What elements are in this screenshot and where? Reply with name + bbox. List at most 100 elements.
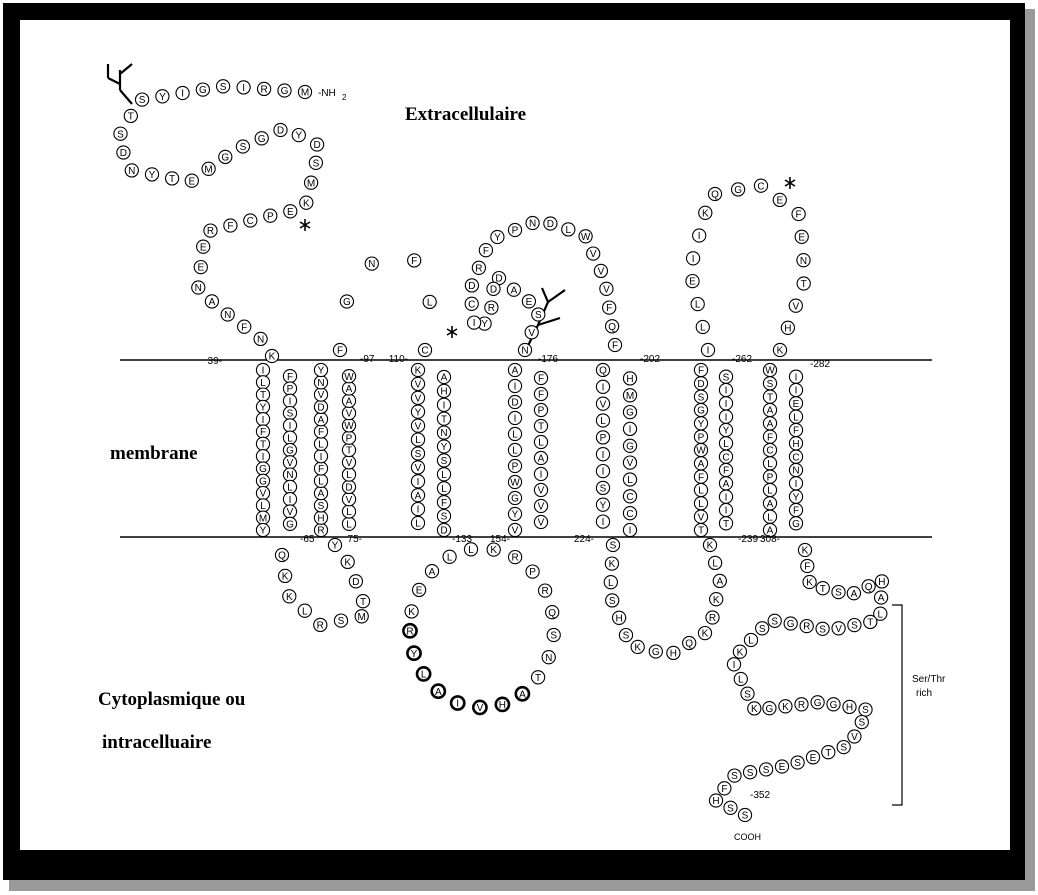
c-terminus-residue-letter: S [727,803,734,814]
c-terminus-residue-letter: K [806,578,813,589]
n-terminus-residue-letter: S [139,95,146,106]
tm6-residue-letter: T [698,526,704,537]
asterisk-mark [785,177,795,189]
tm4-residue-letter: I [514,382,517,393]
ecl3-residue-letter: L [695,300,701,311]
tm1-residue-letter: F [287,372,293,383]
residue-number-label: -282 [810,359,830,370]
tm6-residue-letter: Y [723,426,730,437]
icl1-residue-letter: S [338,616,345,627]
ecl2-residue-letter: V [598,267,605,278]
n-terminus-residue-letter: F [241,322,247,333]
tm6-residue-letter: T [723,519,729,530]
n-terminus-residue-letter: T [128,112,134,123]
ecl2-residue-letter: V [603,284,610,295]
receptor-topology-diagram: MGRISGIYSTSDNYTEMGSGDYDSMKEPCFREENANFNKI… [20,20,1010,850]
c-terminus-residue-letter: E [810,753,817,764]
c-terminus-residue-letter: S [794,758,801,769]
n-terminus-residue-letter: Y [149,170,156,181]
icl2-residue-letter: R [511,553,518,564]
c-terminus-residue-letter: K [802,546,809,557]
tm3-residue-letter: V [415,421,422,432]
tm1-residue-letter: L [260,378,266,389]
n-terminus-residue-letter: G [221,153,229,164]
tm6-residue-letter: A [698,459,705,470]
icl2-residue-letter: R [541,586,548,597]
residue-number-label: -352 [750,790,770,801]
tm7-residue-letter: L [793,412,799,423]
icl1-residue-letter: Y [332,541,339,552]
icl3-residue-letter: S [610,541,617,552]
tm3-residue-letter: T [441,414,447,425]
tm1-residue-letter: Y [260,403,267,414]
ecl3-residue-letter: T [801,279,807,290]
tm3-residue-letter: S [415,449,422,460]
tm3-residue-letter: L [441,470,447,481]
tm5-residue-letter: C [626,509,633,520]
tm1-residue-letter: G [259,464,267,475]
tm5-residue-letter: G [626,408,634,419]
tm2-residue-letter: V [318,390,325,401]
tm3-residue-letter: S [441,456,448,467]
ecl3-residue-letter: E [776,196,783,207]
ecl1-residue-letter: N [368,259,375,270]
tm6-residue-letter: F [698,366,704,377]
tm3-residue-letter: D [440,526,447,537]
ecl2-residue-letter: Q [608,322,616,333]
tm4-residue-letter: V [512,526,519,537]
tm2-residue-letter: L [318,439,324,450]
ecl2-residue-letter: P [512,226,519,237]
ecl1-residue-letter: C [421,346,428,357]
tm7-residue-letter: S [767,379,774,390]
asterisk-mark [447,326,457,338]
tm6-residue-letter: I [725,412,728,423]
tm2-residue-letter: V [346,495,353,506]
tm7-residue-letter: T [767,392,773,403]
n-terminus-residue-letter: Y [295,131,302,142]
tm1-residue-letter: L [260,501,266,512]
ecl3-residue-letter: V [792,301,799,312]
tm1-residue-letter: M [259,513,267,524]
asterisk-mark [300,219,310,231]
icl2-residue-letter: L [468,545,474,556]
tm7-residue-letter: L [767,459,773,470]
icl2-residue-letter: E [416,586,423,597]
cytoplasm-label-line1: Cytoplasmique ou [98,689,245,711]
tm4-residue-letter: P [512,462,519,473]
tm5-residue-letter: P [600,433,607,444]
glycosylation-tree [108,64,132,104]
c-terminus-residue-letter: A [878,593,885,604]
ecl3-residue-letter: Q [711,190,719,201]
tm2-residue-letter: Y [318,366,325,377]
n-terminus-subscript: 2 [342,93,347,102]
c-terminus-residue-letter: S [742,811,749,822]
n-terminus-residue-letter: M [204,164,212,175]
ecl2-residue-letter: V [590,249,597,260]
residue-number-label: 308- [760,534,780,545]
tm7-residue-letter: H [792,439,799,450]
c-terminus-residue-letter: S [747,768,754,779]
icl2-residue-letter: S [550,631,557,642]
tm1-residue-letter: L [287,483,293,494]
ecl3-residue-letter: N [800,256,807,267]
tm6-residue-letter: A [723,479,730,490]
tm1-residue-letter: V [260,489,267,500]
c-terminus-label: COOH [734,832,761,842]
residue-number-label: -65 [300,534,315,545]
icl3-residue-letter: S [623,631,630,642]
tm3-residue-letter: V [415,380,422,391]
residue-number-label: -202 [640,354,660,365]
figure-panel: MGRISGIYSTSDNYTEMGSGDYDSMKEPCFREENANFNKI… [20,20,1010,850]
tm1-residue-letter: T [260,439,266,450]
tm3-residue-letter: Y [441,442,448,453]
ecl2-residue-letter: D [547,219,554,230]
icl3-residue-letter: G [652,647,660,658]
tm7-residue-letter: N [792,466,799,477]
tm2-residue-letter: L [346,470,352,481]
ecl2-residue-letter: N [529,219,536,230]
ecl3-residue-letter: I [698,231,701,242]
tm1-residue-letter: N [286,470,293,481]
residue-number-label: 39- [208,356,222,367]
tm6-residue-letter: I [725,399,728,410]
tm6-residue-letter: D [697,379,704,390]
